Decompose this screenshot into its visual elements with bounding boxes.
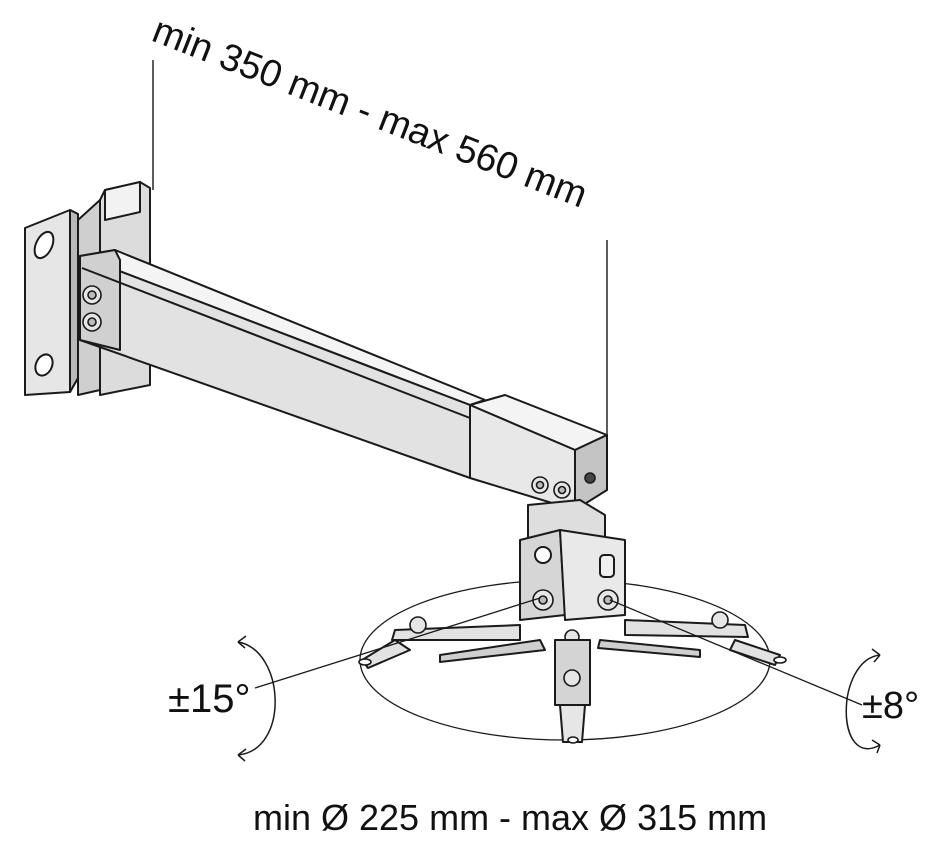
arm-length-label: min 350 mm - max 560 mm: [147, 9, 593, 216]
rotation-arrow-icon: [845, 648, 881, 754]
bolt-icon: [532, 589, 619, 645]
arm-length-dimension: [152, 60, 608, 438]
tilt-left-label: ±15°: [168, 677, 250, 721]
bolt-icon: [82, 285, 596, 499]
rotation-arrow-icon: [237, 635, 276, 762]
main-arm: [79, 249, 608, 511]
plate-diameter-label: min Ø 225 mm - max Ø 315 mm: [253, 797, 767, 838]
tilt-right-label: ±8°: [862, 685, 919, 727]
bolt-icon: [358, 611, 787, 744]
tilt-axis-lines: [254, 597, 863, 706]
